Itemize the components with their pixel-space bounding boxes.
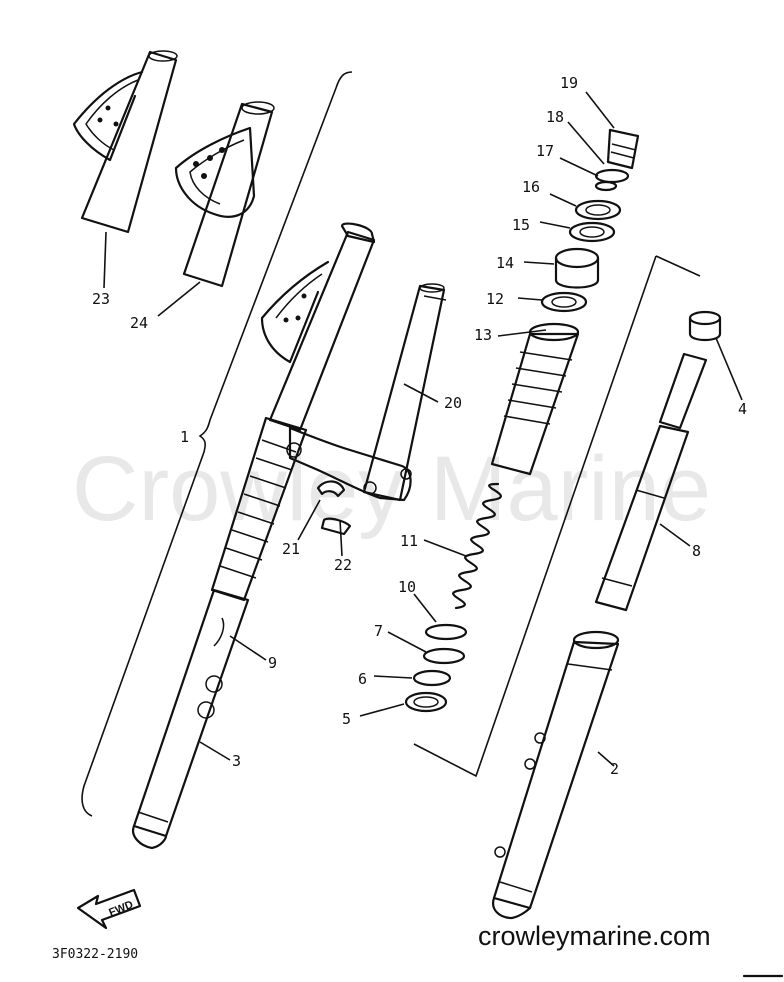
callout-10: 10	[398, 578, 416, 596]
watermark-text: Crowley Marine	[72, 438, 711, 540]
part-5-seal	[404, 691, 448, 713]
callout-1: 1	[180, 428, 189, 446]
callout-21: 21	[282, 540, 300, 558]
site-url: crowleymarine.com	[478, 921, 711, 951]
callout-4: 4	[738, 400, 747, 418]
callout-19: 19	[560, 74, 578, 92]
assembly-1-bracket	[81, 71, 353, 817]
part-11-spring	[452, 482, 502, 610]
callout-11: 11	[400, 532, 418, 550]
part-19-bolt	[606, 128, 640, 170]
callout-6: 6	[358, 670, 367, 688]
fwd-arrow-icon: FWD	[76, 888, 142, 930]
callout-18: 18	[546, 108, 564, 126]
left-fork-assembly	[132, 222, 412, 850]
callout-2: 2	[610, 760, 619, 778]
part-4-cap	[688, 310, 722, 342]
part-7-clip	[422, 647, 466, 665]
part-15-washer	[568, 221, 616, 243]
callout-14: 14	[496, 254, 514, 272]
right-assembly-bracket	[413, 255, 701, 778]
part-20-inner-tube	[362, 283, 447, 502]
part-21-clip	[316, 480, 346, 498]
leader-lines	[103, 91, 743, 767]
callout-9: 9	[268, 654, 277, 672]
callout-24: 24	[130, 314, 148, 332]
callout-numbers: 1 2 3 4 5 6 7 8 9 10 11 12 13 14 15 16 1…	[92, 74, 747, 778]
callout-7: 7	[374, 622, 383, 640]
part-24-fork-cover	[174, 101, 275, 288]
part-8-inner-tube	[594, 352, 708, 612]
callout-3: 3	[232, 752, 241, 770]
part-22-bolt	[320, 517, 352, 536]
callout-8: 8	[692, 542, 701, 560]
part-2-outer-tube	[492, 630, 620, 920]
callout-20: 20	[444, 394, 462, 412]
diagram-code: 3F0322-2190	[52, 947, 138, 962]
callout-12: 12	[486, 290, 504, 308]
callout-16: 16	[522, 178, 540, 196]
fwd-label: FWD	[107, 899, 135, 920]
part-16-washer	[574, 199, 622, 221]
part-10-seat	[424, 623, 468, 641]
part-6-washer	[412, 669, 452, 687]
part-17-ring	[594, 180, 618, 192]
callout-13: 13	[474, 326, 492, 344]
part-12-seal	[540, 291, 588, 313]
callout-5: 5	[342, 710, 351, 728]
part-14-bushing	[554, 247, 600, 289]
callout-17: 17	[536, 142, 554, 160]
part-18-washer	[594, 168, 630, 184]
callout-22: 22	[334, 556, 352, 574]
callout-15: 15	[512, 216, 530, 234]
callout-23: 23	[92, 290, 110, 308]
part-23-fork-cover	[72, 50, 178, 234]
